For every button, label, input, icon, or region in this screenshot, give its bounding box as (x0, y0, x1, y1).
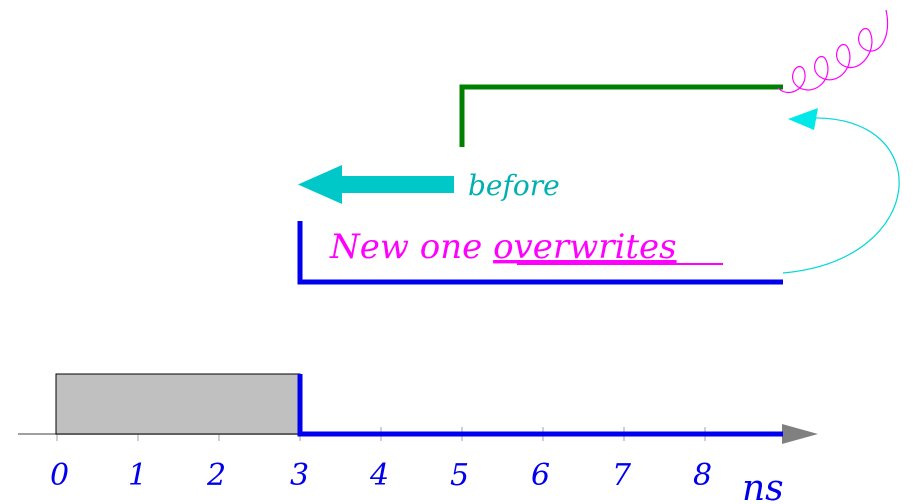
before-arrow-head (298, 165, 342, 204)
tick-label-4: 4 (369, 458, 389, 493)
axis-arrowhead (782, 424, 818, 444)
new-signal-waveform (297, 221, 783, 285)
before-arrow-shaft (336, 176, 454, 193)
busy-block (55, 373, 301, 435)
tick-label-7: 7 (612, 458, 632, 493)
caption-plain-text: New one (329, 227, 493, 267)
unit-label: ns (742, 468, 784, 504)
squiggle-decoration (777, 9, 889, 94)
overwrite-connector-curve (782, 117, 900, 274)
caption-emphasis-text: overwrites (493, 227, 677, 267)
tick-label-2: 2 (206, 458, 226, 493)
tick-label-6: 6 (531, 458, 550, 493)
signal-waveform-bottom (297, 374, 783, 437)
tick-label-1: 1 (128, 458, 147, 493)
old-signal-waveform (459, 84, 783, 147)
tick-label-5: 5 (450, 458, 469, 493)
before-label: before (468, 169, 560, 202)
tick-label-3: 3 (290, 458, 309, 493)
tick-label-0: 0 (50, 458, 69, 493)
tick-label-8: 8 (693, 458, 712, 493)
overwrite-caption: New one overwrites (329, 227, 677, 267)
overwrite-connector-arrowhead (788, 108, 818, 130)
